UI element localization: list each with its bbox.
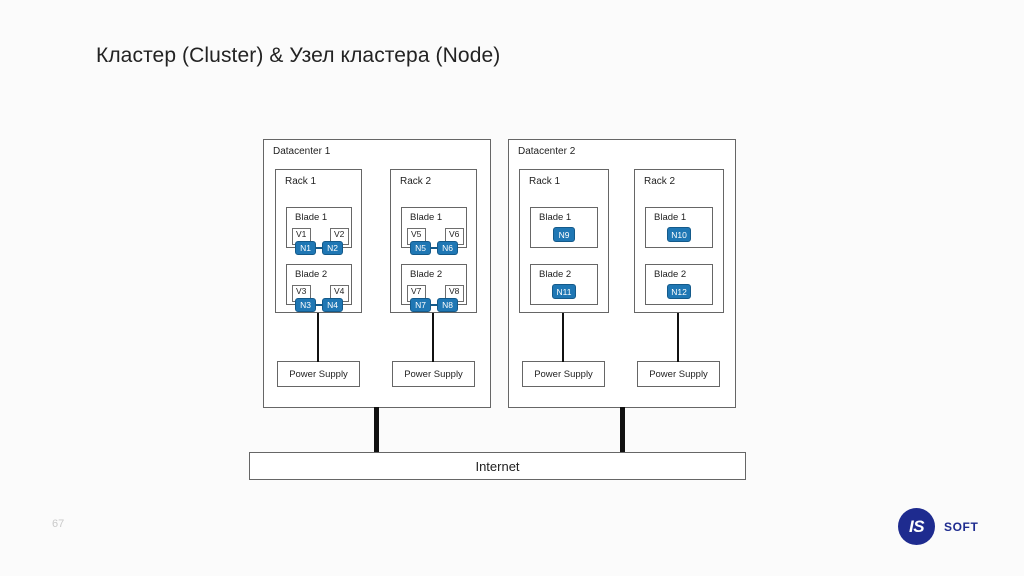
- vm-box-v7: V7: [407, 285, 426, 302]
- power-wire-dc1-rack2: [432, 313, 435, 362]
- blade-label-dc1-rack1-blade2: Blade 2: [295, 269, 328, 280]
- internet-uplink-dc1: [374, 407, 379, 455]
- rack-label-dc2-rack1: Rack 1: [529, 176, 561, 187]
- is-logo-icon: IS: [898, 508, 935, 545]
- rack-label-dc2-rack2: Rack 2: [644, 176, 676, 187]
- node-badge-n9[interactable]: N9: [553, 227, 575, 242]
- power-supply-dc1-rack2: Power Supply: [392, 361, 475, 387]
- blade-label-dc1-rack2-blade1: Blade 1: [410, 212, 443, 223]
- power-wire-dc2-rack1: [562, 313, 565, 362]
- node-badge-n8[interactable]: N8: [437, 298, 458, 312]
- blade-label-dc2-rack1-blade2: Blade 2: [539, 269, 572, 280]
- power-wire-dc2-rack2: [677, 313, 680, 362]
- node-badge-n4[interactable]: N4: [322, 298, 343, 312]
- node-link-n3-n4: [310, 304, 332, 306]
- node-link-n1-n2: [310, 247, 332, 249]
- node-badge-n3[interactable]: N3: [295, 298, 316, 312]
- power-supply-dc1-rack1: Power Supply: [277, 361, 360, 387]
- brand-name: SOFT: [944, 519, 979, 534]
- datacenter-label-1: Datacenter 1: [273, 146, 331, 157]
- internet-box: Internet: [249, 452, 746, 480]
- node-badge-n10[interactable]: N10: [667, 227, 691, 242]
- node-link-n5-n6: [425, 247, 447, 249]
- node-link-n7-n8: [425, 304, 447, 306]
- node-badge-n2[interactable]: N2: [322, 241, 343, 255]
- rack-label-dc1-rack2: Rack 2: [400, 176, 432, 187]
- node-badge-n5[interactable]: N5: [410, 241, 431, 255]
- vm-box-v3: V3: [292, 285, 311, 302]
- node-badge-n1[interactable]: N1: [295, 241, 316, 255]
- power-supply-dc2-rack2: Power Supply: [637, 361, 720, 387]
- blade-label-dc1-rack1-blade1: Blade 1: [295, 212, 328, 223]
- blade-label-dc1-rack2-blade2: Blade 2: [410, 269, 443, 280]
- node-badge-n7[interactable]: N7: [410, 298, 431, 312]
- node-badge-n12[interactable]: N12: [667, 284, 691, 299]
- power-supply-dc2-rack1: Power Supply: [522, 361, 605, 387]
- page-title: Кластер (Cluster) & Узел кластера (Node): [96, 44, 501, 67]
- blade-label-dc2-rack2-blade1: Blade 1: [654, 212, 687, 223]
- node-badge-n6[interactable]: N6: [437, 241, 458, 255]
- page-number: 67: [52, 518, 65, 530]
- power-wire-dc1-rack1: [317, 313, 320, 362]
- blade-label-dc2-rack1-blade1: Blade 1: [539, 212, 572, 223]
- brand-logo: IS SOFT: [898, 508, 978, 545]
- node-badge-n11[interactable]: N11: [552, 284, 576, 299]
- internet-uplink-dc2: [620, 407, 625, 455]
- rack-label-dc1-rack1: Rack 1: [285, 176, 317, 187]
- blade-label-dc2-rack2-blade2: Blade 2: [654, 269, 687, 280]
- datacenter-label-2: Datacenter 2: [518, 146, 576, 157]
